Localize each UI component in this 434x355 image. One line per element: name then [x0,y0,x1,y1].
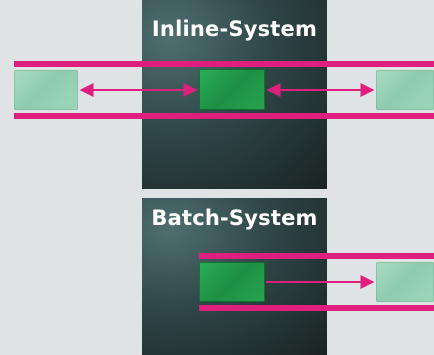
batch-system-title: Batch-System [151,206,318,230]
inline-system-title: Inline-System [151,17,318,41]
inline-output-board [376,70,434,110]
batch-top-rail [199,253,434,259]
batch-output-board [376,262,434,302]
inline-top-rail [14,61,434,67]
batch-bottom-rail [199,305,434,311]
inline-bottom-rail [14,113,434,119]
inline-process-board [199,69,265,110]
batch-system-machine: Batch-System [142,198,327,355]
batch-process-board [199,262,265,302]
inline-input-board [14,70,78,110]
